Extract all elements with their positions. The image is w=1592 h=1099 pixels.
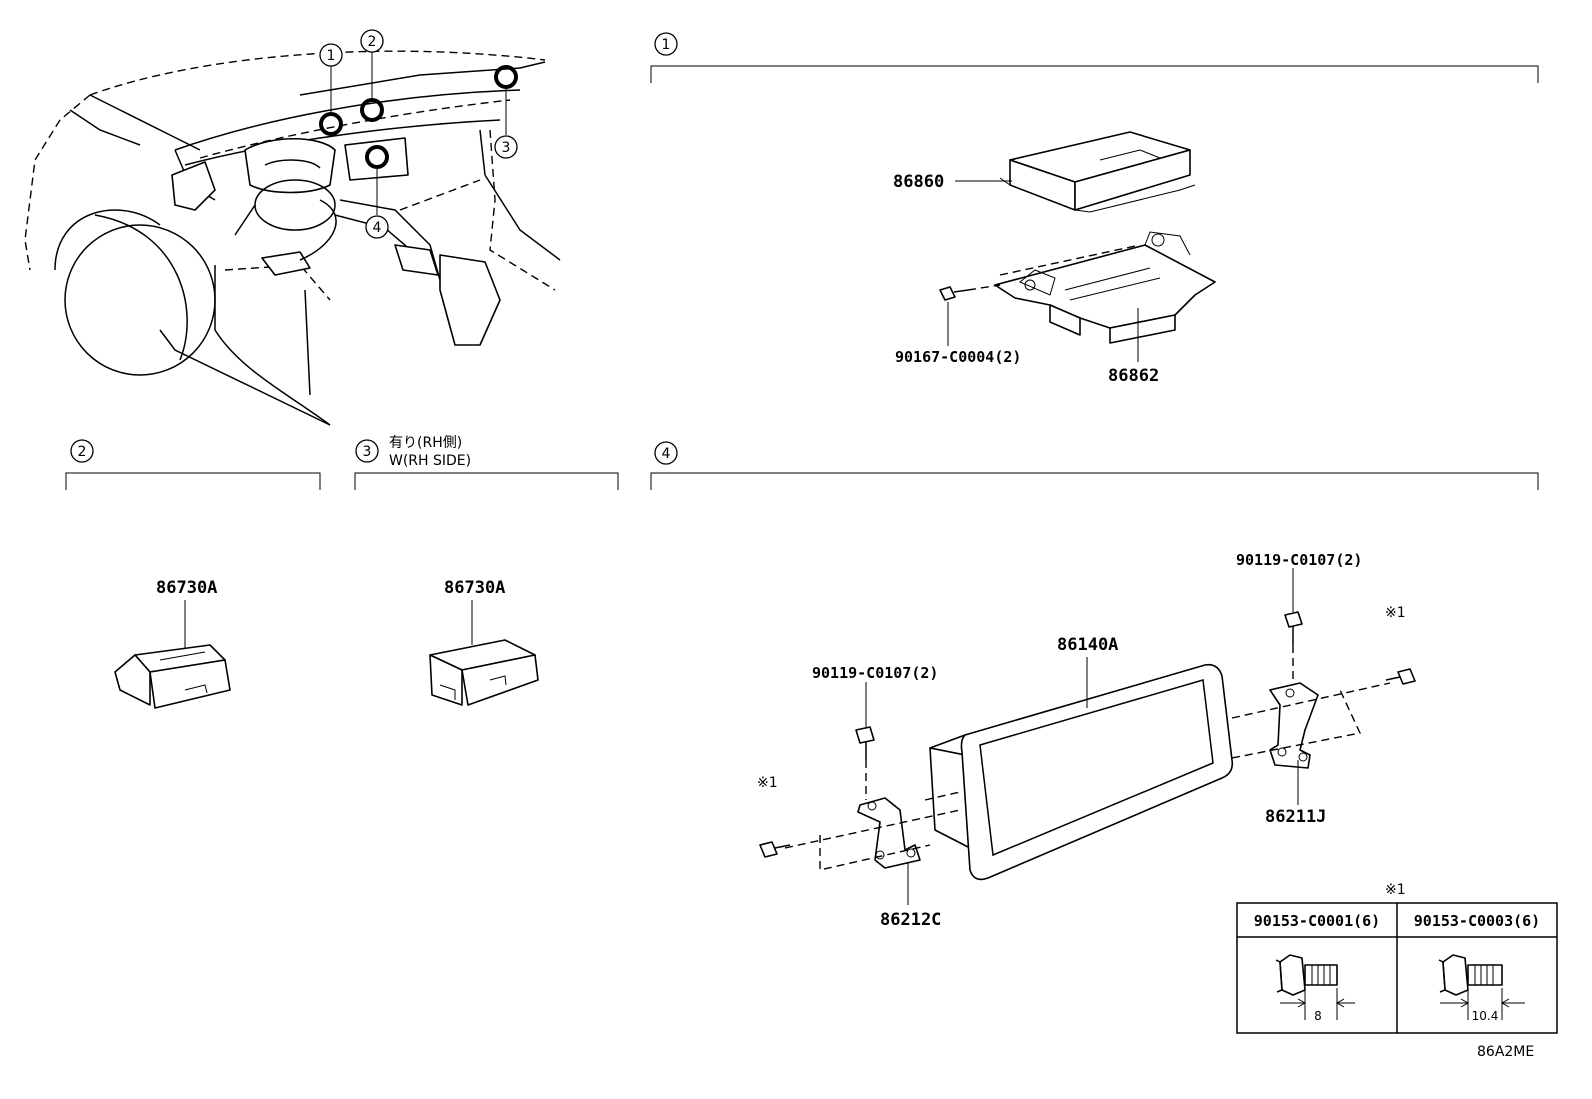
section-2: 2 86730A [65,439,321,709]
part-label-86730A-left: 86730A [156,578,217,598]
part-label-86730A-right: 86730A [444,578,505,598]
part-label-90119-left: 90119-C0107(2) [812,664,938,682]
vehicle-overview-illustration [24,50,561,426]
part-label-86862: 86862 [1108,366,1159,386]
part-86862-bracket [994,231,1216,344]
section-4-marker: 4 [662,446,671,462]
part-90119-left-screw [855,726,875,760]
note-mark-right: ※1 [1385,605,1406,621]
overview-callouts: 1 2 3 4 [319,29,518,239]
part-86140A-display [929,663,1234,881]
location-ring-1 [319,112,343,136]
callout-3-label: 3 [502,140,511,156]
bolt-90153-C0001-dimension: 8 [1314,1009,1322,1023]
part-86860-module [999,131,1196,213]
bolt-90153-C0003-dimension: 10.4 [1472,1009,1499,1023]
location-ring-2 [360,98,384,122]
part-label-86860: 86860 [893,172,944,192]
bolt-reference-table: ※1 90153-C0001(6) 90153-C0003(6) 8 [1236,882,1558,1034]
section-3-note-jp: 有り(RH側) [389,435,462,451]
callout-1-label: 1 [327,48,336,64]
part-label-86140A: 86140A [1057,635,1118,655]
part-bolt-right [1385,668,1416,685]
section-4: 4 86140A 86212C 90119-C0107(2) [650,441,1539,930]
section-2-marker: 2 [78,444,87,460]
part-label-86212C: 86212C [880,910,941,930]
part-86730A-right-switch [429,639,539,706]
diagram-code: 86A2ME [1477,1044,1534,1060]
part-86730A-left-switch [114,644,231,709]
part-bolt-left [759,841,791,858]
part-90167-screw [939,286,969,301]
location-ring-4 [365,145,389,169]
bolt-90153-C0001-drawing [1275,954,1355,1020]
bolt-table-col2-header: 90153-C0003(6) [1414,912,1540,930]
part-90119-right-screw [1284,611,1303,645]
part-label-90167: 90167-C0004(2) [895,348,1021,366]
part-86211J-bracket [1269,682,1319,769]
note-mark-left: ※1 [757,775,778,791]
part-86212C-bracket [857,797,921,869]
section-3-marker: 3 [363,444,372,460]
location-ring-3 [494,65,518,89]
bolt-90153-C0003-drawing [1438,954,1525,1020]
bolt-table-col1-header: 90153-C0001(6) [1254,912,1380,930]
callout-2-label: 2 [368,34,377,50]
part-label-86211J: 86211J [1265,807,1326,827]
section-3-note-en: W(RH SIDE) [389,453,471,469]
part-label-90119-right: 90119-C0107(2) [1236,551,1362,569]
callout-4-label: 4 [373,220,382,236]
section-3: 3 有り(RH側) W(RH SIDE) 86730A [354,435,619,706]
section-1: 1 86860 86862 [650,32,1539,386]
section-1-marker: 1 [662,37,671,53]
bolt-table-mark: ※1 [1385,882,1406,898]
